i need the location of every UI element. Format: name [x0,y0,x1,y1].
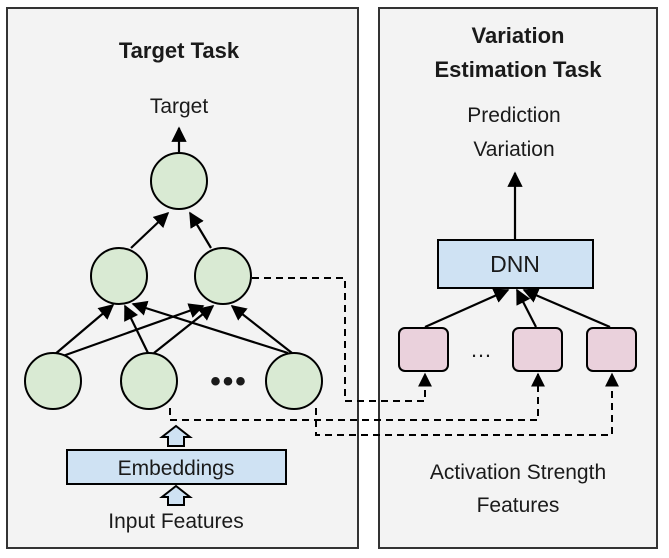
edge-in3-to-h2 [230,305,293,354]
feature-node-1 [398,327,449,372]
feature-node-2 [512,327,563,372]
activation-features-line2: Features [477,494,560,517]
edge-feat3-to-dnn [522,288,611,329]
dnn-box [437,239,594,289]
input-features-label: Input Features [108,510,243,533]
dashed-input-to-feature3 [315,372,619,436]
dashed-hidden-to-feature1 [252,277,432,402]
embeddings-label: Embeddings [118,457,235,480]
hidden-node-1 [90,247,148,305]
target-label: Target [150,95,209,118]
input-node-2 [120,352,178,410]
target-task-title: Target Task [119,38,240,63]
edge-feat1-to-dnn [424,288,510,329]
dnn-label: DNN [490,251,540,277]
output-node [150,152,208,210]
edge-hidden1-to-output [130,211,170,249]
network-edges [53,126,293,359]
input-node-1 [24,352,82,410]
prediction-variation-line2: Variation [473,138,554,161]
prediction-variation-line1: Prediction [467,104,560,127]
edge-hidden2-to-output [189,211,212,249]
edge-in2-to-h1 [124,304,149,354]
variation-title-line1: Variation [472,23,565,48]
feature-nodes-ellipsis: … [470,337,492,362]
edge-in1-to-h2 [59,303,205,359]
input-node-3 [265,352,323,410]
hidden-node-2 [194,247,252,305]
input-up-arrow [159,484,193,506]
variation-title-line2: Estimation Task [434,57,602,82]
embeddings-up-arrow [159,424,193,447]
edge-feat2-to-dnn [516,288,537,328]
activation-features-line1: Activation Strength [430,461,606,484]
input-nodes-ellipsis: ••• [210,365,248,398]
activation-connections [169,277,619,436]
edge-in3-to-h1 [131,300,289,355]
edge-in2-to-h2 [153,305,215,354]
variation-estimation-panel: Variation Estimation Task Prediction Var… [378,7,658,549]
edge-in1-to-h1 [53,304,115,356]
feature-node-3 [586,327,637,372]
dashed-input-to-feature2 [169,372,545,421]
target-task-panel: Target Task Target ••• Embeddings [6,7,359,549]
embeddings-box [66,449,287,485]
